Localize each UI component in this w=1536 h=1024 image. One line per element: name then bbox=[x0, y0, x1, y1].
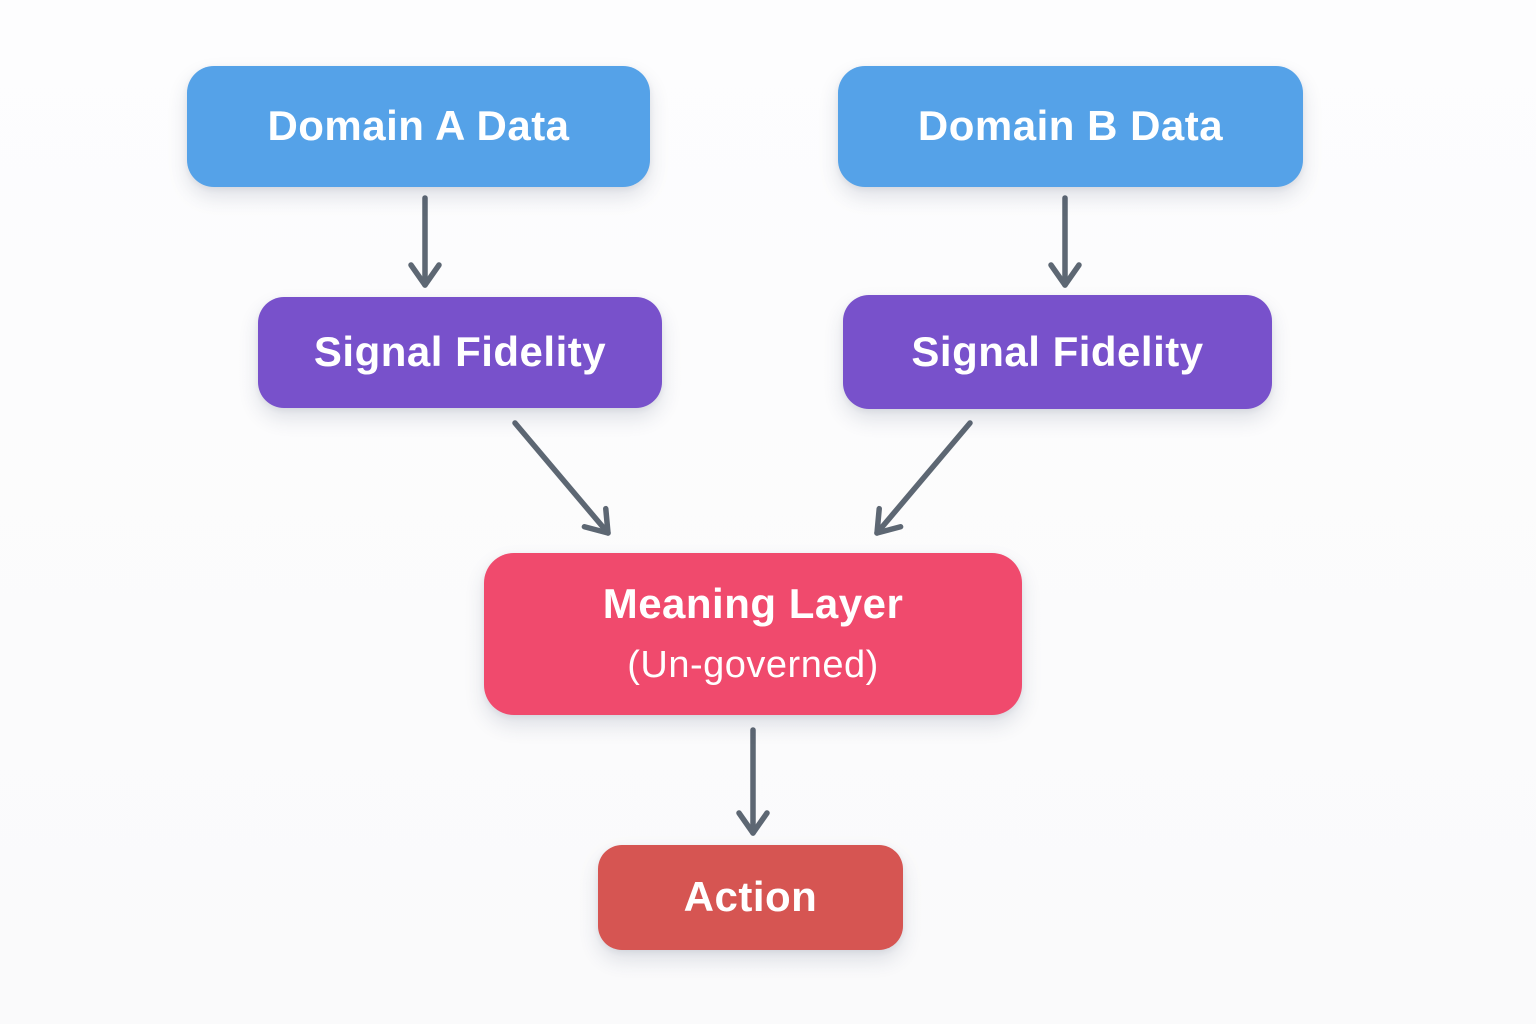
arrow-signal-fidelity-right-to-meaning-layer bbox=[874, 420, 973, 536]
node-domain-a-data: Domain A Data bbox=[187, 66, 650, 187]
node-domain-a-data-label: Domain A Data bbox=[267, 102, 570, 150]
node-signal-fidelity-left-label: Signal Fidelity bbox=[313, 328, 607, 376]
node-domain-b-data-label: Domain B Data bbox=[917, 102, 1224, 150]
arrow-signal-fidelity-left-to-meaning-layer bbox=[512, 420, 611, 536]
node-meaning-layer-sublabel: (Un‑governed) bbox=[627, 644, 879, 687]
node-signal-fidelity-right-label: Signal Fidelity bbox=[911, 327, 1204, 375]
node-meaning-layer: Meaning Layer (Un‑governed) bbox=[484, 553, 1022, 715]
node-domain-b-data: Domain B Data bbox=[838, 66, 1303, 187]
node-meaning-layer-label: Meaning Layer bbox=[602, 580, 904, 627]
node-signal-fidelity-right: Signal Fidelity bbox=[843, 295, 1272, 409]
node-action: Action bbox=[598, 845, 903, 950]
node-action-label: Action bbox=[683, 873, 818, 921]
node-signal-fidelity-left: Signal Fidelity bbox=[258, 297, 662, 408]
